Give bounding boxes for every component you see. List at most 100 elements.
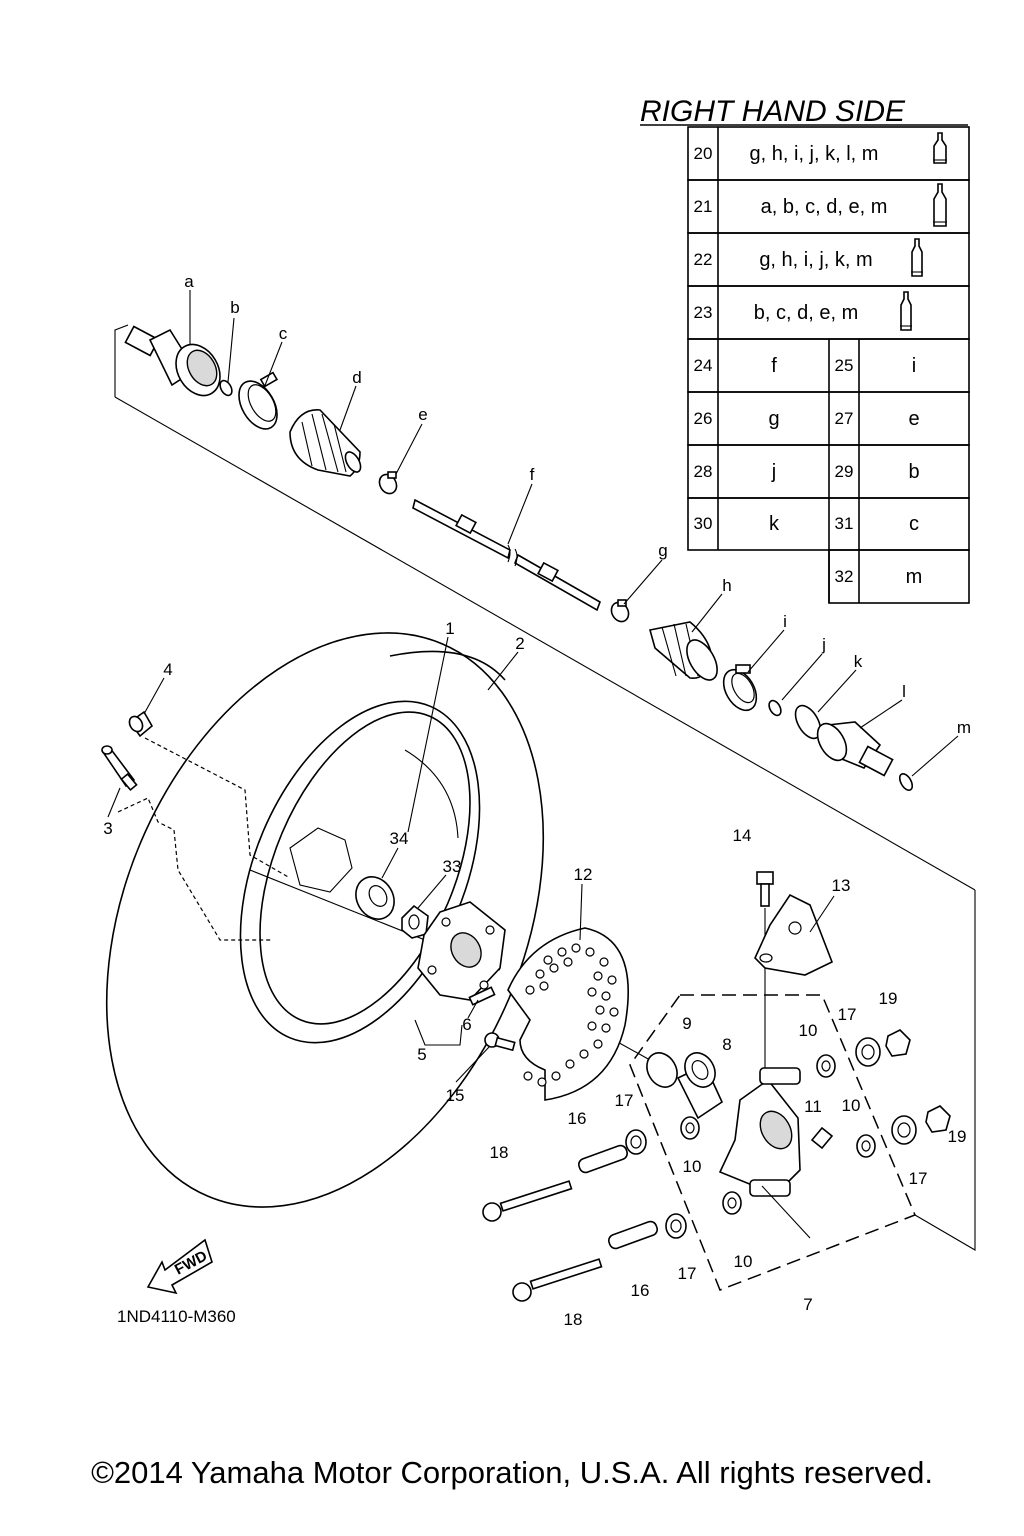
callout-17: 17 [909,1169,928,1188]
table-row-number: 24 [694,356,713,375]
table-row-32: 32 m [835,566,923,588]
callout-2: 2 [515,634,524,653]
cv-joint-inner-l [816,721,894,777]
boot-band-g [610,599,630,623]
callout-16: 16 [631,1281,650,1300]
collars-16 [578,1144,658,1250]
callout-10: 10 [799,1021,818,1040]
bracket-13 [754,893,834,976]
wheel-rim-1 [239,700,481,1044]
table-title: RIGHT HAND SIDE [640,95,906,128]
wheel-assembly [101,632,545,1208]
bolts-18 [482,1180,603,1302]
callout-e: e [418,405,427,424]
o-ring-k [794,704,822,740]
fwd-arrow-icon: FWD [146,1238,213,1295]
table-row-part: b [908,461,919,483]
table-row-30-31: 30 k 31 c [694,513,919,535]
callout-18: 18 [564,1310,583,1329]
table-row-part: e [908,408,919,430]
boot-h [648,621,718,681]
tire-2 [105,632,545,1208]
callout-17: 17 [838,1005,857,1024]
knuckle-7 [718,1067,801,1197]
knuckle-parts [482,871,951,1302]
table-row-part: g [768,408,779,430]
drive-shaft-assembly [124,325,914,791]
circlip-9 [646,1052,678,1088]
bearing-8 [676,1052,724,1120]
callout-11: 11 [804,1097,822,1116]
callout-15: 15 [446,1086,465,1105]
table-row-part: k [769,513,780,535]
grease-tube-icon [933,183,947,227]
circlip-m [898,773,914,791]
callout-d: d [352,368,361,387]
copyright-notice: ©2014 Yamaha Motor Corporation, U.S.A. A… [91,1455,933,1490]
table-row-number: 26 [694,409,713,428]
table-row-number: 29 [835,462,854,481]
table-row-21: 21 a, b, c, d, e, m [694,183,947,227]
grease-tube-icon [933,132,947,164]
seals-17 [625,1037,917,1239]
callout-labels: a b c d e f g h i j k l m 1 2 3 4 5 6 7 … [103,272,971,1329]
callout-4: 4 [163,660,172,679]
callout-l: l [902,682,906,701]
callout-10: 10 [683,1157,702,1176]
boot-band-i [722,664,758,712]
callout-1: 1 [445,619,454,638]
bolt-14 [756,871,774,907]
callout-17: 17 [615,1091,634,1110]
table-row-26-27: 26 g 27 e [694,408,920,430]
cv-joint-outer-a [124,325,221,397]
table-row-number: 32 [835,567,854,586]
boot-band-e [378,471,398,495]
table-row-22: 22 g, h, i, j, k, m [694,238,923,277]
callout-7: 7 [803,1295,812,1314]
table-row-number: 20 [694,144,713,163]
grease-tube-icon [900,291,912,331]
table-row-number: 28 [694,462,713,481]
callout-c: c [279,324,288,343]
callout-17: 17 [678,1264,697,1283]
table-row-part: c [909,513,919,535]
callout-33: 33 [443,857,462,876]
table-row-number: 22 [694,250,713,269]
callout-18: 18 [490,1143,509,1162]
callout-j: j [821,635,826,654]
diagram-code: 1ND4110-M360 [117,1307,236,1326]
callout-k: k [854,652,863,671]
table-row-parts: b, c, d, e, m [754,302,858,324]
callout-g: g [658,541,667,560]
table-row-23: 23 b, c, d, e, m [694,291,912,331]
shaft-f [412,498,601,612]
table-row-number: 25 [835,356,854,375]
table-row-number: 31 [835,514,854,533]
nut-33 [401,904,429,939]
wheel-stud-6 [468,986,496,1006]
tire-valve-3 [101,745,138,792]
axle-nut-34 [355,876,395,920]
callout-14: 14 [733,826,752,845]
callout-b: b [230,298,239,317]
callout-h: h [722,576,731,595]
callout-16: 16 [568,1109,587,1128]
valve-cap-4 [128,710,154,738]
boot-band-c [238,371,279,430]
table-row-20: 20 g, h, i, j, k, l, m [694,132,947,165]
right-hand-side-table: RIGHT HAND SIDE 20 g, h, i, j, k, l, m 2… [640,95,970,604]
table-row-parts: g, h, i, j, k, l, m [750,143,879,165]
brake-disc-12 [507,927,629,1101]
table-row-part: m [906,566,923,588]
leader-lines [107,290,959,1239]
table-row-28-29: 28 j 29 b [694,461,920,483]
callout-19: 19 [879,989,898,1008]
callout-a: a [184,272,194,291]
callout-9: 9 [682,1014,691,1033]
callout-f: f [530,465,535,484]
callout-10: 10 [734,1252,753,1271]
callout-m: m [957,718,971,737]
table-row-24-25: 24 f 25 i [694,355,917,377]
nuts-19 [885,1029,951,1133]
callout-12: 12 [574,865,593,884]
